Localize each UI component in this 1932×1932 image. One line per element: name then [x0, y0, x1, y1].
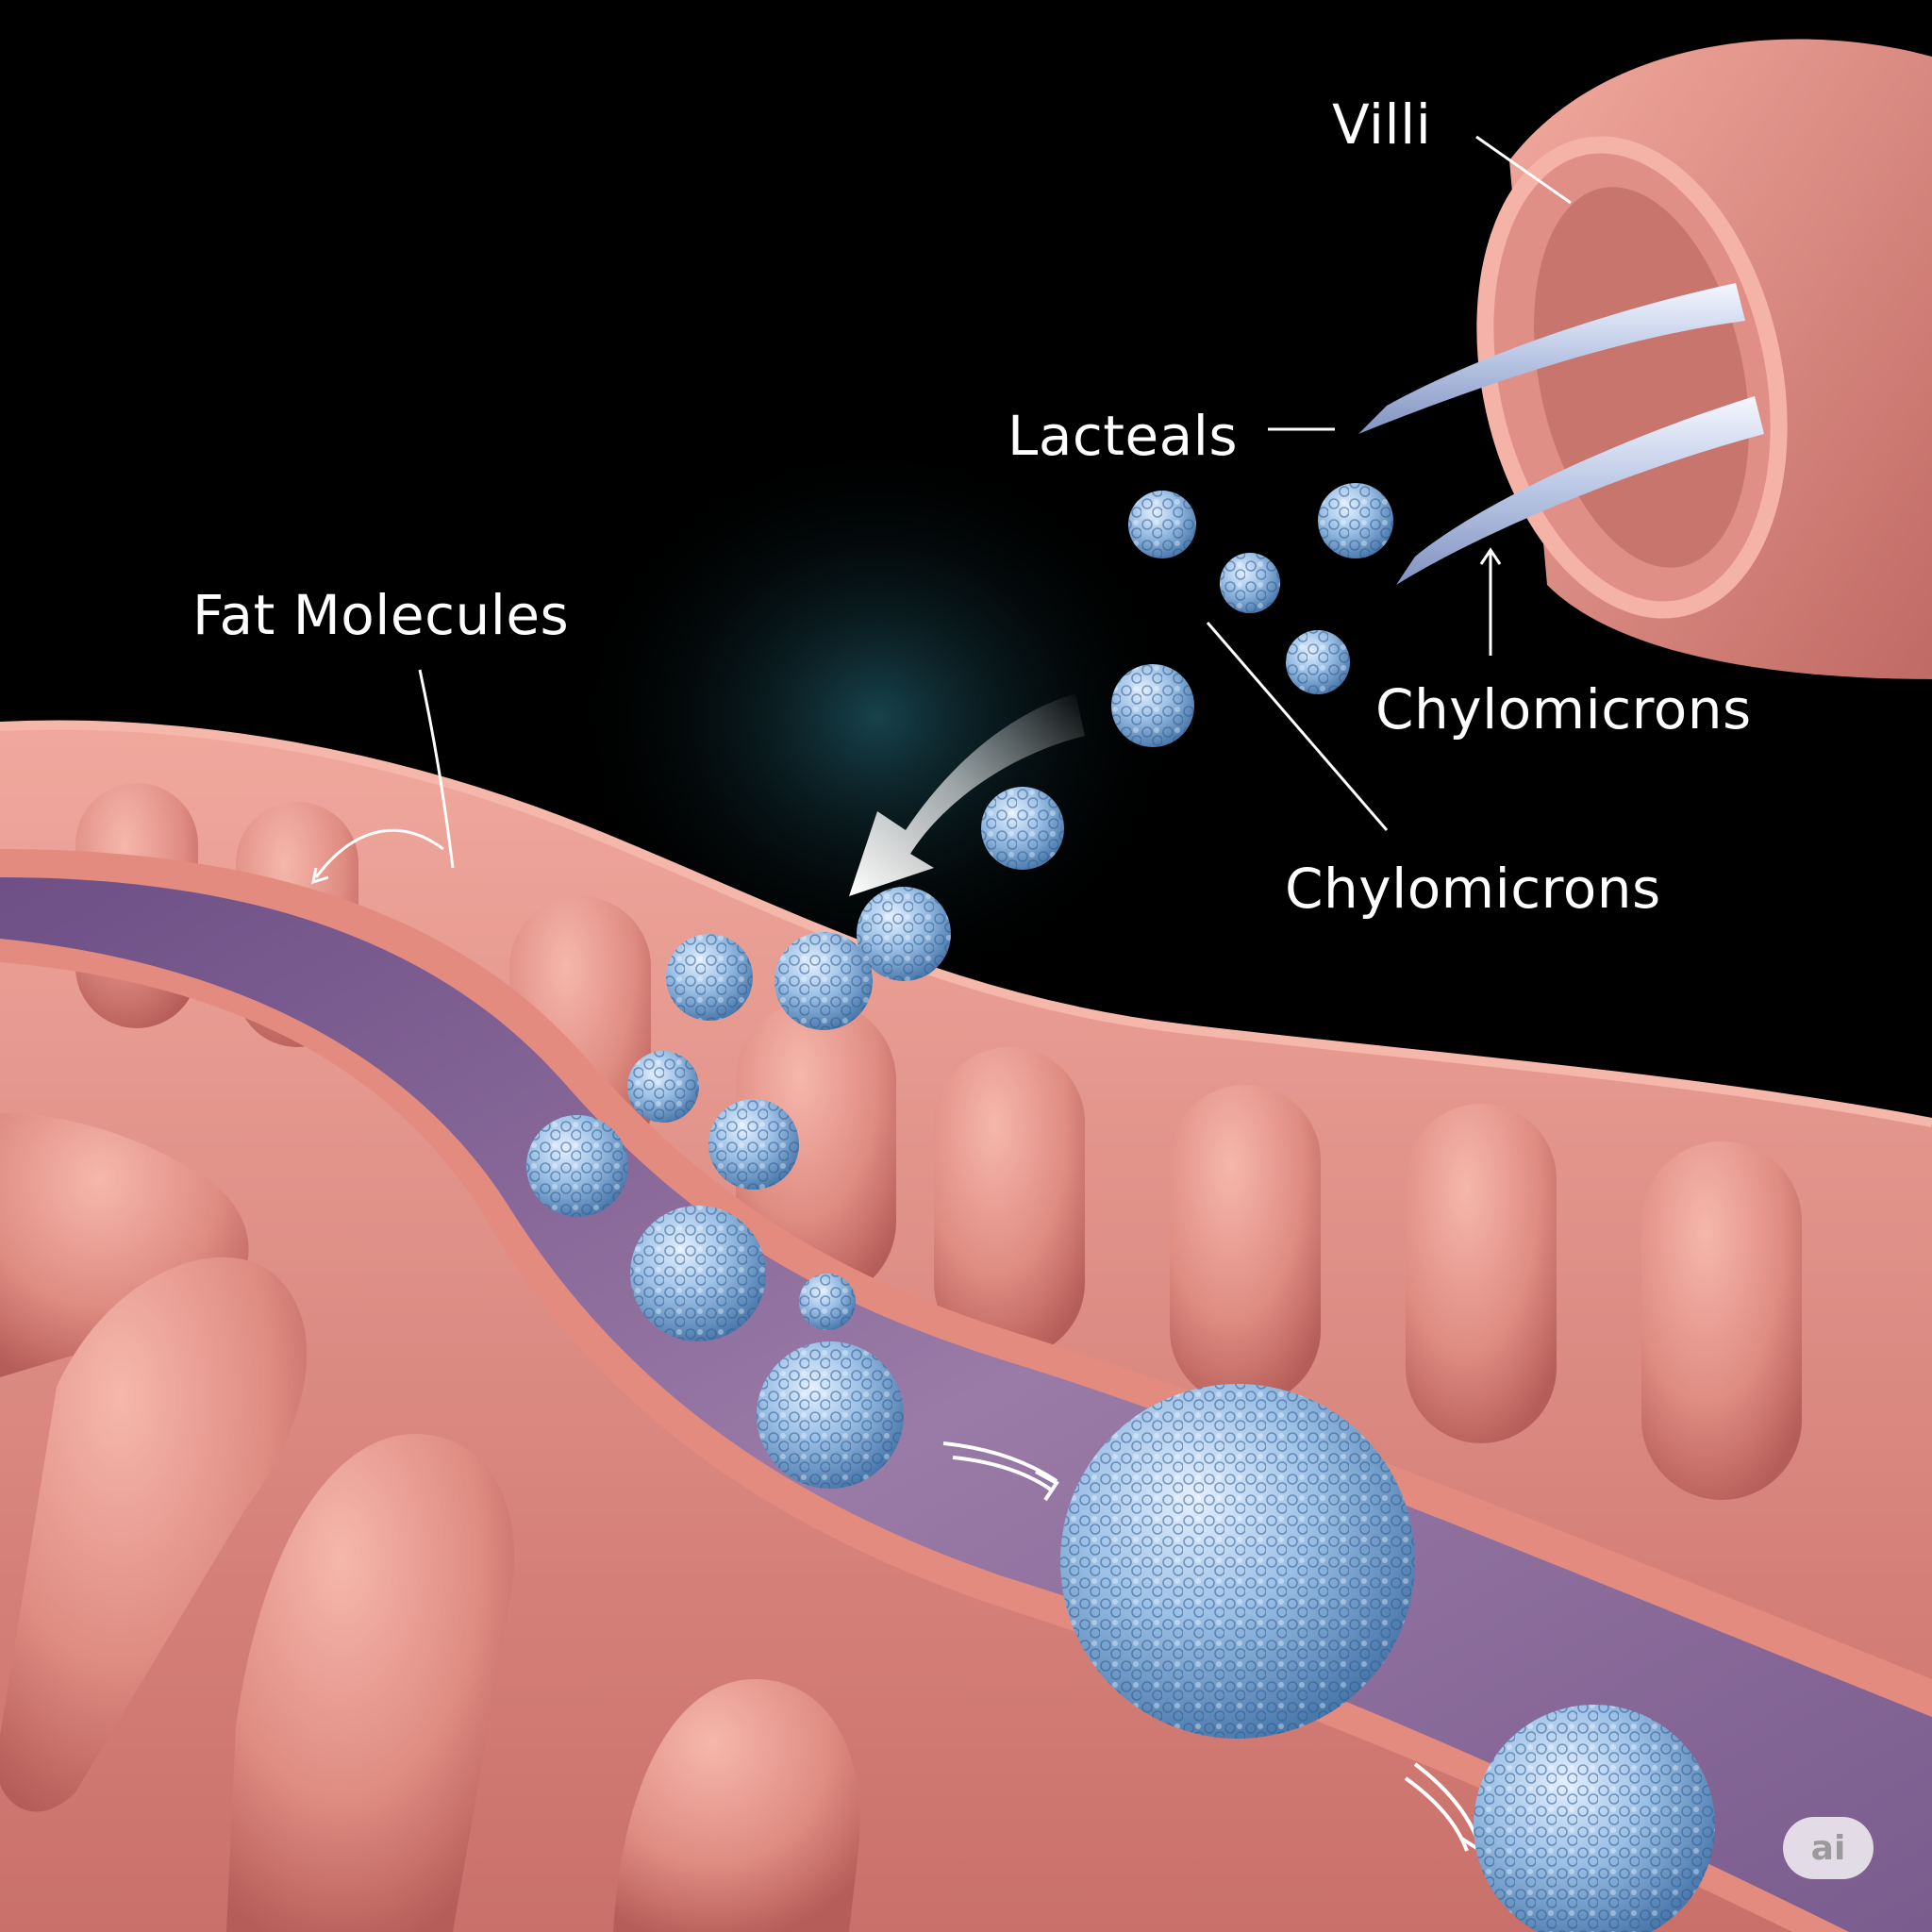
chylomicron-particle: [1111, 664, 1194, 747]
chylomicron-particle: [666, 934, 753, 1021]
chylomicron-particle: [526, 1115, 628, 1217]
label-villi: Villi: [1332, 92, 1432, 157]
chylomicron-particle: [708, 1099, 799, 1190]
chylomicron-particle: [1474, 1705, 1715, 1932]
leader-lines: [311, 135, 1572, 885]
chylomicron-particle: [1220, 553, 1280, 613]
chylomicron-particle: [1128, 491, 1196, 558]
label-chylomicrons-upper: Chylomicrons: [1375, 677, 1752, 741]
chylomicron-particle: [630, 1206, 766, 1341]
chylomicron-particle: [981, 787, 1064, 870]
chylomicron-particle: [774, 932, 873, 1030]
chylomicrons: [526, 483, 1715, 1932]
villi-cylinder: [1476, 39, 1932, 679]
chylomicron-particle: [799, 1274, 856, 1330]
lacteal-tubes: [1358, 283, 1764, 585]
lacteal-vessel: [0, 877, 1932, 1932]
label-lacteals: Lacteals: [1008, 404, 1239, 468]
chylomicron-particle: [1318, 483, 1393, 558]
label-chylomicrons-lower: Chylomicrons: [1285, 857, 1661, 921]
chylomicron-particle: [1060, 1384, 1415, 1739]
front-villi: [0, 1113, 860, 1932]
flow-arrow: [849, 693, 1085, 896]
watermark-badge: ai: [1783, 1817, 1874, 1879]
chylomicron-particle: [627, 1051, 699, 1123]
label-fat-molecules: Fat Molecules: [192, 583, 570, 647]
chylomicron-particle: [857, 887, 951, 981]
chylomicron-particle: [1286, 630, 1350, 694]
chylomicron-particle: [757, 1341, 904, 1489]
